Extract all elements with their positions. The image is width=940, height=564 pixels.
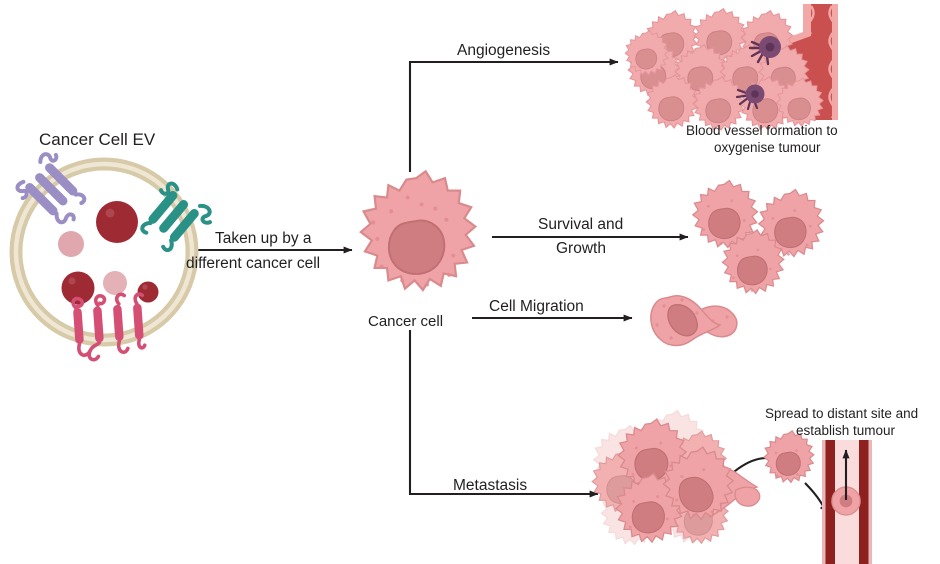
ev-cargo-group bbox=[58, 201, 159, 305]
label-cancer-cell: Cancer cell bbox=[368, 313, 443, 330]
arrow-angiogenesis bbox=[408, 58, 619, 172]
endothelial-tip-cell-icon bbox=[735, 36, 781, 111]
caption-angiogenesis-line1: Blood vessel formation to bbox=[686, 123, 838, 138]
circulating-tumour-cell-icon bbox=[763, 430, 815, 483]
angiogenesis-illustration bbox=[624, 4, 838, 131]
cancer-cell-icon bbox=[359, 170, 477, 292]
distant-blood-vessel-icon bbox=[822, 440, 872, 564]
label-survival-line1: Survival and bbox=[538, 216, 623, 233]
page-title: Cancer Cell EV bbox=[39, 130, 156, 149]
label-survival-line2: Growth bbox=[556, 240, 606, 257]
transmembrane-protein-purple-icon bbox=[15, 152, 87, 225]
caption-angiogenesis-line2: oxygenise tumour bbox=[714, 140, 821, 155]
metastasis-illustration bbox=[591, 409, 872, 564]
extracellular-vesicle-icon bbox=[9, 152, 212, 362]
transmembrane-protein-pink-icon bbox=[71, 292, 147, 362]
label-metastasis: Metastasis bbox=[453, 477, 527, 494]
transmembrane-protein-teal-icon bbox=[140, 181, 212, 253]
label-uptake-line1: Taken up by a bbox=[215, 230, 312, 247]
caption-metastasis-line2: establish tumour bbox=[796, 423, 896, 438]
proliferating-cells-icon bbox=[692, 179, 825, 295]
caption-metastasis-line1: Spread to distant site and bbox=[765, 406, 918, 421]
label-migration: Cell Migration bbox=[489, 298, 584, 315]
label-angiogenesis: Angiogenesis bbox=[457, 42, 550, 59]
tumour-cluster-icon bbox=[624, 8, 824, 131]
label-uptake-line2: different cancer cell bbox=[186, 255, 320, 272]
label-group: Cancer Cell EV Taken up by a different c… bbox=[39, 42, 918, 494]
arrow-metastasis bbox=[408, 330, 599, 498]
primary-tumour-icon bbox=[591, 418, 761, 544]
migrating-cell-icon bbox=[650, 295, 738, 347]
